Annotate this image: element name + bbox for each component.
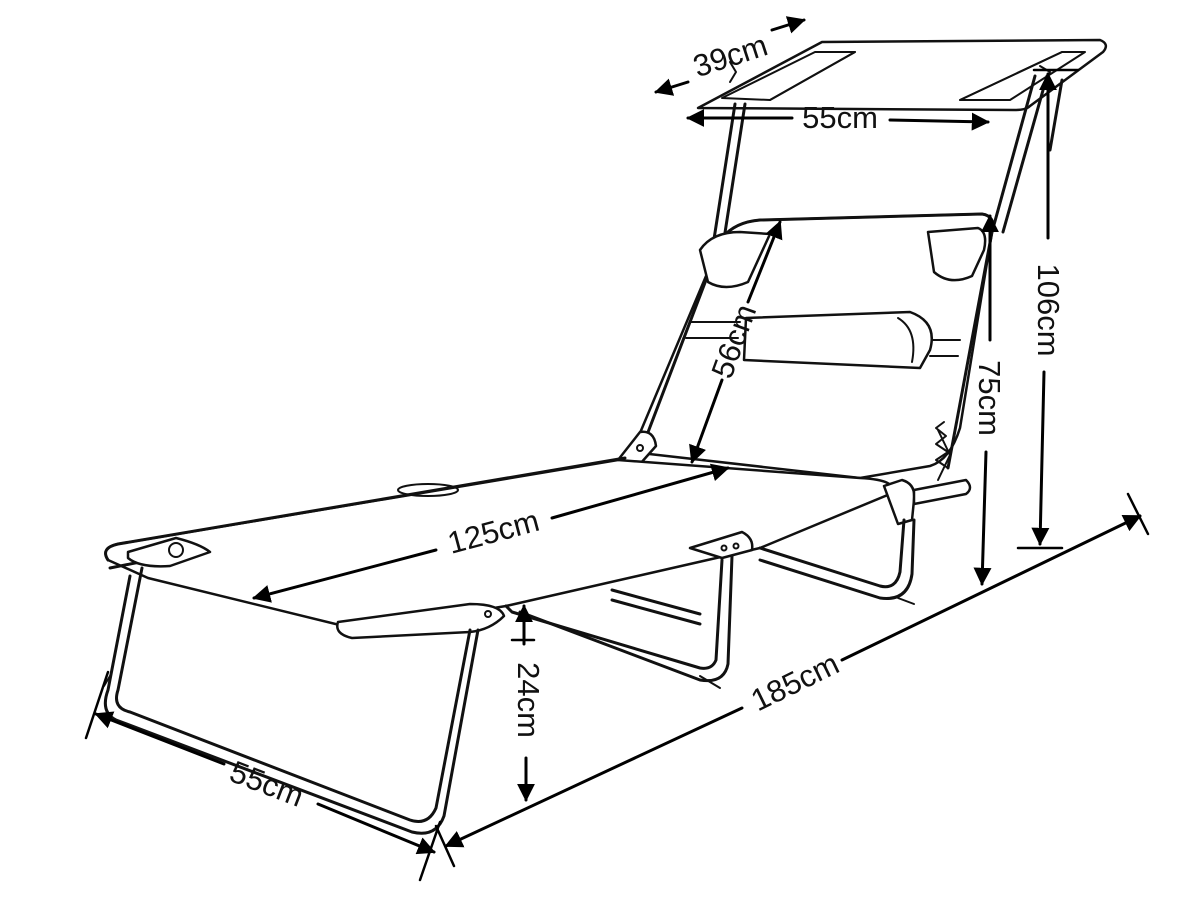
dim-canopy-width: 55cm (686, 100, 990, 135)
label-total-length: 185cm (745, 646, 844, 718)
canopy-clip-left (729, 61, 737, 83)
side-bracket (688, 530, 754, 560)
canopy-pole-left (710, 102, 737, 254)
dim-backrest-height: 75cm (972, 214, 1007, 586)
pillow (742, 310, 933, 370)
seat (104, 456, 972, 640)
label-width: 55cm (225, 754, 308, 814)
dim-total-height: 106cm (1016, 68, 1080, 550)
canopy-pole-right (990, 74, 1037, 234)
rear-bracket (882, 478, 916, 526)
label-backrest-height: 75cm (972, 360, 1007, 436)
canopy (696, 38, 1108, 254)
sun-lounger-illustration (103, 38, 1108, 835)
label-total-height: 106cm (1031, 263, 1066, 356)
backrest (616, 212, 995, 481)
front-armrest-right (336, 602, 506, 640)
label-canopy-width: 55cm (802, 100, 878, 135)
frame-legs (103, 518, 916, 835)
rear-handle (912, 478, 972, 506)
dimension-annotations: 39cm 55cm 106cm 75cm 56cm (84, 16, 1150, 882)
dim-width: 55cm (84, 670, 442, 882)
dim-seat-height: 24cm (510, 604, 546, 802)
label-seat-height: 24cm (511, 662, 546, 738)
face-hole (397, 483, 459, 497)
backrest-corner-left (698, 230, 772, 289)
